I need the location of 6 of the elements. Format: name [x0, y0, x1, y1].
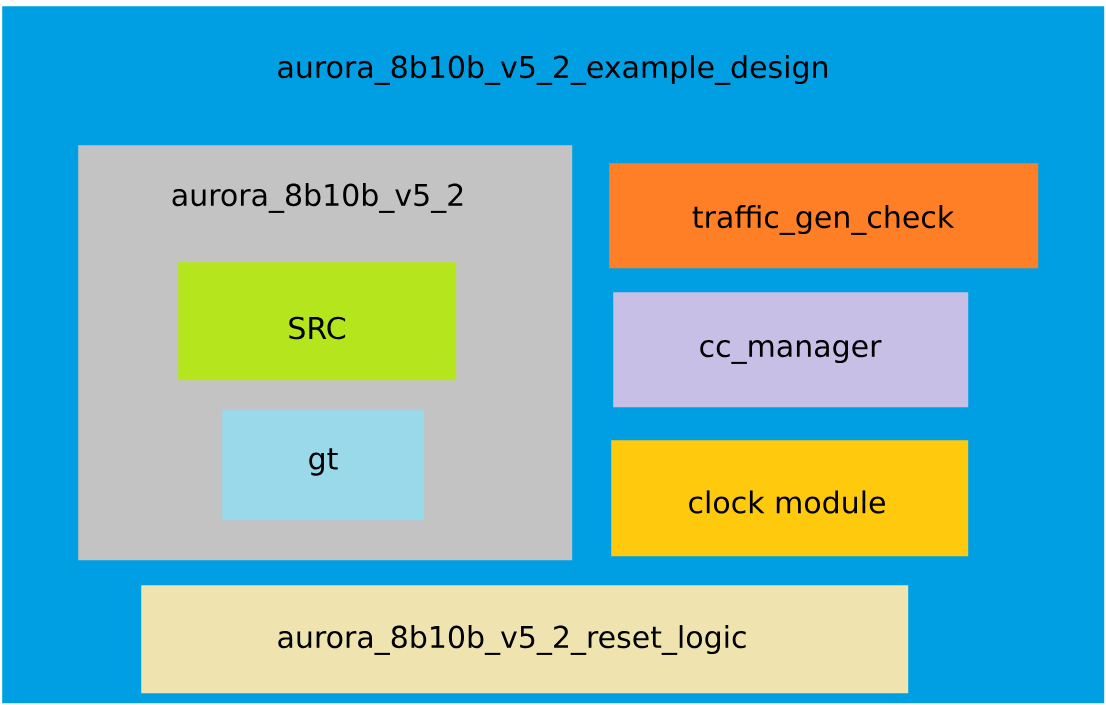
module-block: traffic_gen_check — [609, 163, 1039, 269]
module-block: SRC — [178, 262, 457, 381]
module-block: cc_manager — [613, 292, 969, 408]
module-block: clock module — [611, 440, 969, 557]
module-block: aurora_8b10b_v5_2_reset_logic — [141, 585, 909, 694]
module-block: gt — [222, 410, 425, 521]
